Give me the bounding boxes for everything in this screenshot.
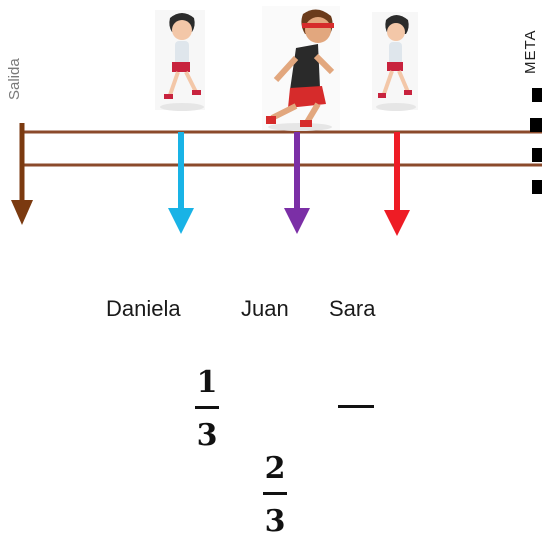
runner-sara-icon (372, 12, 418, 111)
runner-label-daniela: Daniela (106, 296, 181, 321)
start-arrow (11, 123, 33, 225)
blank-fraction-dash (338, 405, 374, 408)
fraction-one-third: 1 3 (192, 366, 222, 453)
fraction-two-thirds: 2 3 (260, 452, 290, 539)
runner-label-juan: Juan (241, 296, 289, 321)
finish-flag-icon (530, 88, 542, 194)
juan-arrow (284, 132, 310, 234)
sara-arrow (384, 132, 410, 236)
daniela-arrow (168, 132, 194, 234)
runner-daniela-icon (155, 10, 205, 111)
start-label: Salida (6, 58, 23, 100)
fraction-denominator: 3 (264, 504, 286, 539)
fraction-bar (263, 492, 287, 495)
fraction-numerator: 2 (264, 451, 286, 486)
fraction-bar (195, 406, 219, 409)
finish-label: META (522, 29, 539, 74)
runner-juan-icon (262, 6, 340, 131)
runner-label-sara: Sara (329, 296, 376, 321)
fraction-numerator: 1 (196, 365, 218, 400)
fraction-denominator: 3 (196, 418, 218, 453)
